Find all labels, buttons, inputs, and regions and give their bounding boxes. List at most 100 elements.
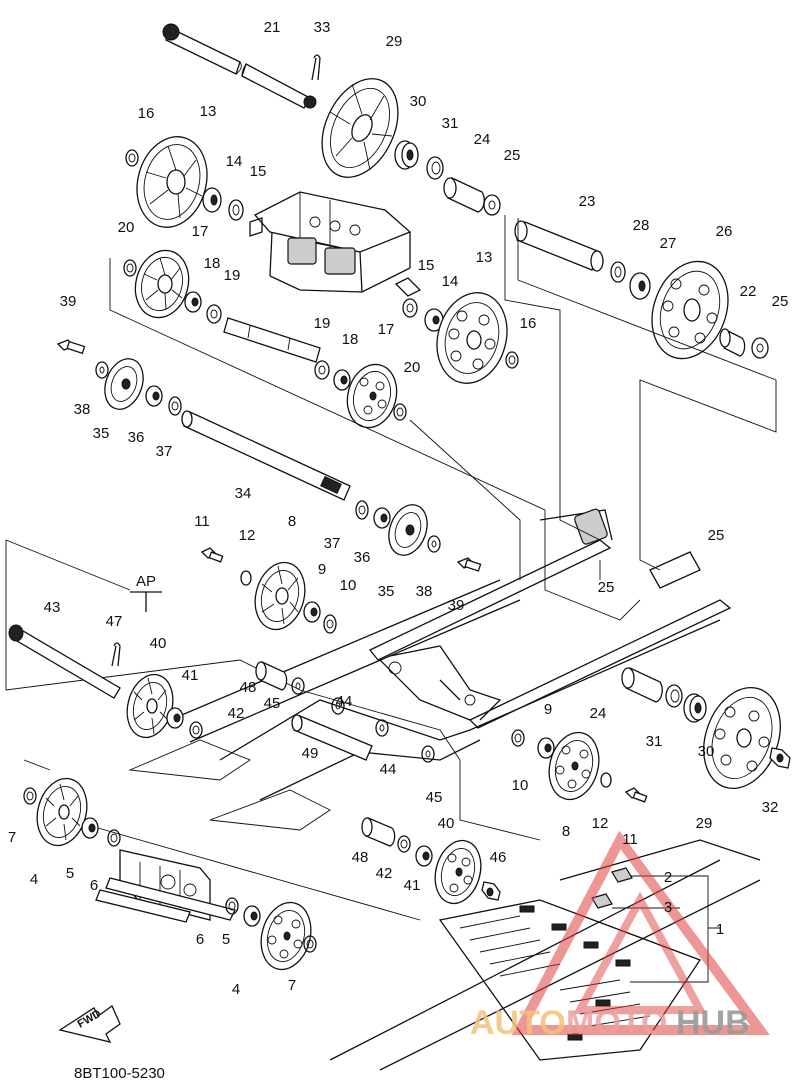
washer-45-lower: [421, 745, 435, 763]
nut-32: [769, 747, 791, 769]
callout-38: 38: [74, 401, 91, 418]
callout-21: 21: [264, 19, 281, 36]
callout-29: 29: [386, 33, 403, 50]
bolt-39-lower: [456, 557, 482, 572]
circlip-31-lower: [665, 684, 683, 708]
callout-41: 41: [404, 877, 421, 894]
wheel-35-lower: [388, 504, 428, 556]
callout-19: 19: [224, 267, 241, 284]
circlip-31-upper: [426, 156, 444, 180]
circlip-37-lower: [355, 500, 369, 520]
callout-18: 18: [342, 331, 359, 348]
section-label-ap: AP: [136, 573, 156, 590]
circlip-15-mid: [402, 298, 418, 318]
shaft-43: [8, 624, 121, 699]
washer-38-lower: [427, 535, 441, 553]
callout-47: 47: [106, 613, 123, 630]
bearing-18-upper: [184, 291, 202, 313]
callout-5: 5: [222, 931, 230, 948]
callout-3: 3: [664, 899, 672, 916]
callout-25: 25: [772, 293, 789, 310]
callout-40: 40: [438, 815, 455, 832]
center-frame-bracket: [249, 191, 422, 297]
callout-46: 46: [490, 849, 507, 866]
callout-44: 44: [336, 693, 353, 710]
cotter-pin-47: [111, 642, 121, 667]
circlip-19-upper: [206, 304, 222, 324]
circlip-16-mid: [505, 351, 519, 369]
callout-13: 13: [200, 103, 217, 120]
wheel-40-upper: [126, 673, 174, 739]
fwd-arrow-icon: [58, 1005, 121, 1043]
bearing-9-lower: [537, 737, 555, 759]
shaft-23: [514, 220, 604, 272]
callout-42: 42: [228, 705, 245, 722]
washer-44-lower: [375, 719, 389, 737]
slide-rail-frame: [128, 508, 761, 1071]
circlip-6-lower: [225, 897, 239, 915]
callout-9: 9: [318, 561, 326, 578]
callout-2: 2: [664, 869, 672, 886]
callout-12: 12: [592, 815, 609, 832]
callout-36: 36: [128, 429, 145, 446]
callout-25: 25: [598, 579, 615, 596]
callout-8: 8: [562, 823, 570, 840]
callout-39: 39: [448, 597, 465, 614]
circlip-42-lower: [397, 835, 411, 853]
callout-28: 28: [633, 217, 650, 234]
callout-34: 34: [235, 485, 252, 502]
callout-37: 37: [156, 443, 173, 460]
callout-15: 15: [418, 257, 435, 274]
washer-12-upper: [240, 570, 252, 586]
callout-35: 35: [378, 583, 395, 600]
callout-20: 20: [118, 219, 135, 236]
ap-marker: [130, 591, 162, 612]
callout-42: 42: [376, 865, 393, 882]
callout-37: 37: [324, 535, 341, 552]
callout-15: 15: [250, 163, 267, 180]
callout-49: 49: [302, 745, 319, 762]
bearing-41-upper: [166, 707, 184, 729]
axle-short: [223, 317, 321, 363]
bearing-9-upper: [303, 601, 321, 623]
callout-35: 35: [93, 425, 110, 442]
bolt-39-upper: [56, 339, 86, 355]
callout-27: 27: [660, 235, 677, 252]
callout-41: 41: [182, 667, 199, 684]
cotter-pin-33: [311, 54, 321, 81]
watermark-auto: AUTO: [470, 1004, 566, 1042]
circlip-6-upper: [107, 829, 121, 847]
washer-25-right: [751, 337, 769, 359]
shaft-21: [162, 23, 317, 109]
washer-44-upper: [291, 677, 305, 695]
wheel-35-upper: [104, 358, 144, 410]
watermark-moto: MOTO: [566, 1004, 667, 1042]
callout-11: 11: [622, 831, 638, 848]
wheel-mount-bracket: [95, 849, 236, 923]
callout-30: 30: [698, 743, 715, 760]
callout-7: 7: [8, 829, 16, 846]
slider-bracket-2: [611, 867, 633, 883]
callout-23: 23: [579, 193, 596, 210]
callout-4: 4: [30, 871, 38, 888]
watermark-hub: HUB: [676, 1004, 750, 1042]
bearing-36-lower: [373, 507, 391, 529]
circlip-19-mid: [314, 360, 330, 380]
circlip-15-upper: [228, 199, 244, 221]
callout-13: 13: [476, 249, 493, 266]
callout-22: 22: [740, 283, 757, 300]
bearing-30-upper: [394, 140, 419, 170]
callout-30: 30: [410, 93, 427, 110]
bearing-41-lower: [415, 845, 433, 867]
washer-12-lower: [600, 772, 612, 788]
wheel-17-mid: [346, 363, 398, 429]
circlip-28: [610, 261, 626, 283]
wheel-29-lower: [703, 686, 781, 790]
washer-38-upper: [95, 361, 109, 379]
collar-22: [719, 328, 746, 357]
callout-26: 26: [716, 223, 733, 240]
circlip-16-upper: [125, 149, 139, 167]
callout-48: 48: [240, 679, 257, 696]
